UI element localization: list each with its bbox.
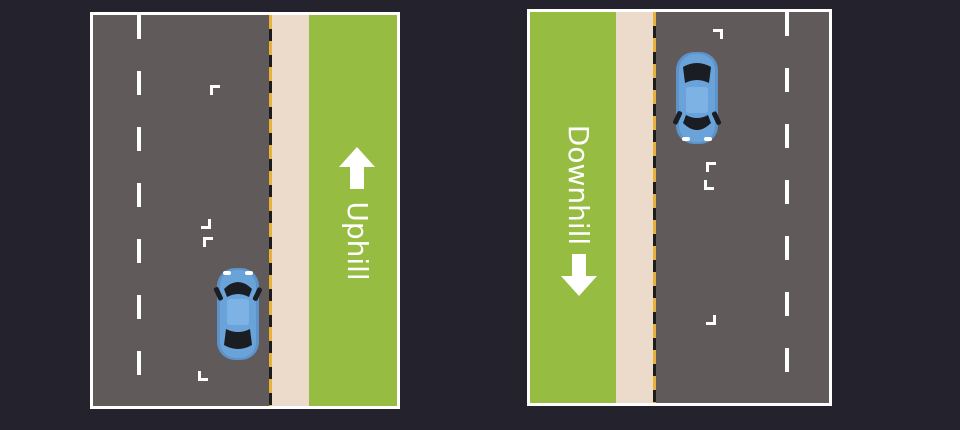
car-top-view-icon — [213, 268, 263, 360]
bike-lane — [530, 12, 616, 403]
downhill-lane-label: Downhill — [562, 124, 595, 246]
lane-center-dashes — [785, 12, 789, 403]
parking-corner-mark — [704, 180, 714, 190]
parking-corner-mark — [201, 219, 211, 229]
lane-center-dashes — [137, 15, 141, 406]
parking-corner-mark — [706, 162, 716, 172]
road-edge-line — [269, 15, 272, 406]
sidewalk — [272, 15, 309, 406]
sidewalk — [616, 12, 653, 403]
car-top-view-icon — [672, 52, 722, 144]
bike-lane — [309, 15, 397, 406]
road-edge-line — [653, 12, 656, 403]
arrow-down-icon — [561, 254, 597, 296]
parking-corner-mark — [713, 29, 723, 39]
uphill-lane-label: Uphill — [341, 201, 374, 281]
uphill-road-panel: Uphill — [90, 12, 400, 409]
parking-corner-mark — [198, 371, 208, 381]
downhill-road-panel: Downhill — [527, 9, 832, 406]
arrow-up-icon — [339, 147, 375, 189]
parking-corner-mark — [210, 85, 220, 95]
parking-corner-mark — [203, 237, 213, 247]
parking-corner-mark — [706, 315, 716, 325]
